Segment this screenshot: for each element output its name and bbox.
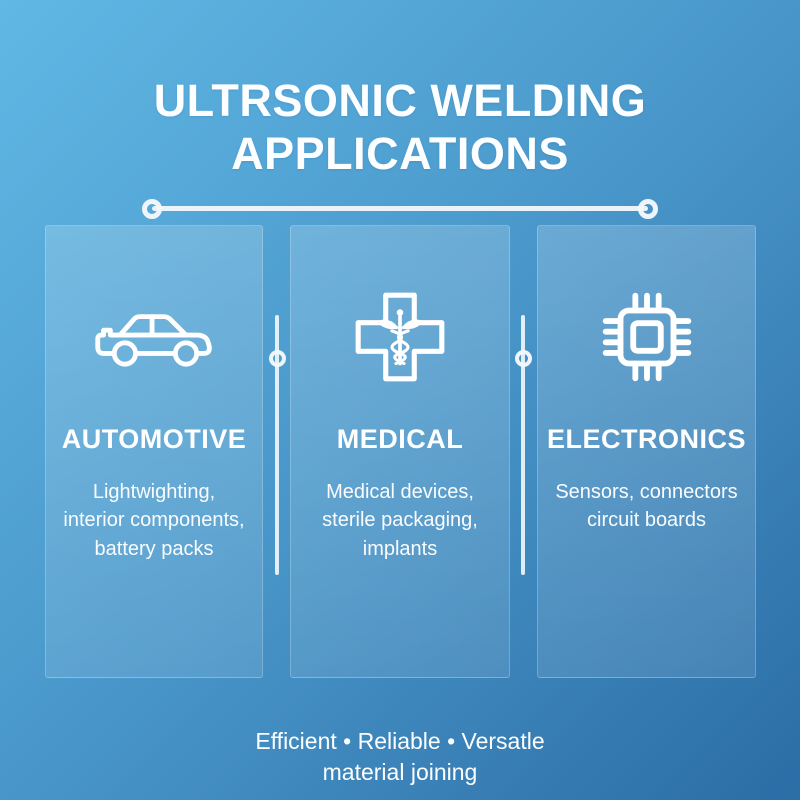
card-divider-right — [521, 315, 525, 575]
connector-node-right-icon — [638, 199, 658, 219]
card-automotive-title: AUTOMOTIVE — [61, 424, 247, 454]
connector-node-left-icon — [142, 199, 162, 219]
card-electronics-title: ELECTRONICS — [546, 424, 746, 454]
divider-node-left-icon — [268, 350, 286, 367]
card-divider-left — [275, 315, 279, 575]
card-medical-title: MEDICAL — [336, 424, 464, 454]
card-electronics-description: Sensors, connectors circuit boards — [555, 481, 738, 532]
footer-tagline-line1: Efficient • Reliable • Versatle — [255, 728, 545, 754]
card-automotive-description: Lightwighting, interior components, batt… — [63, 481, 245, 560]
page-title-line2: APPLICATIONS — [231, 128, 569, 180]
page-title: ULTRSONIC WELDING APPLICATIONS — [0, 74, 800, 180]
medical-cross-caduceus-icon — [291, 276, 509, 398]
footer-tagline-line2: material joining — [322, 759, 478, 786]
card-medical: MEDICAL Medical devices, sterile packagi… — [290, 225, 510, 678]
card-electronics: ELECTRONICS Sensors, connectors circuit … — [537, 225, 756, 678]
card-automotive: AUTOMOTIVE Lightwighting, interior compo… — [45, 225, 263, 678]
car-icon — [46, 276, 262, 398]
card-medical-description: Medical devices, sterile packaging, impl… — [322, 481, 478, 560]
footer-tagline: Efficient • Reliable • Versatle material… — [0, 726, 800, 788]
chip-icon — [538, 276, 755, 398]
divider-node-right-icon — [514, 350, 532, 367]
connector-line — [152, 206, 648, 211]
page-title-line1: ULTRSONIC WELDING — [153, 75, 647, 127]
